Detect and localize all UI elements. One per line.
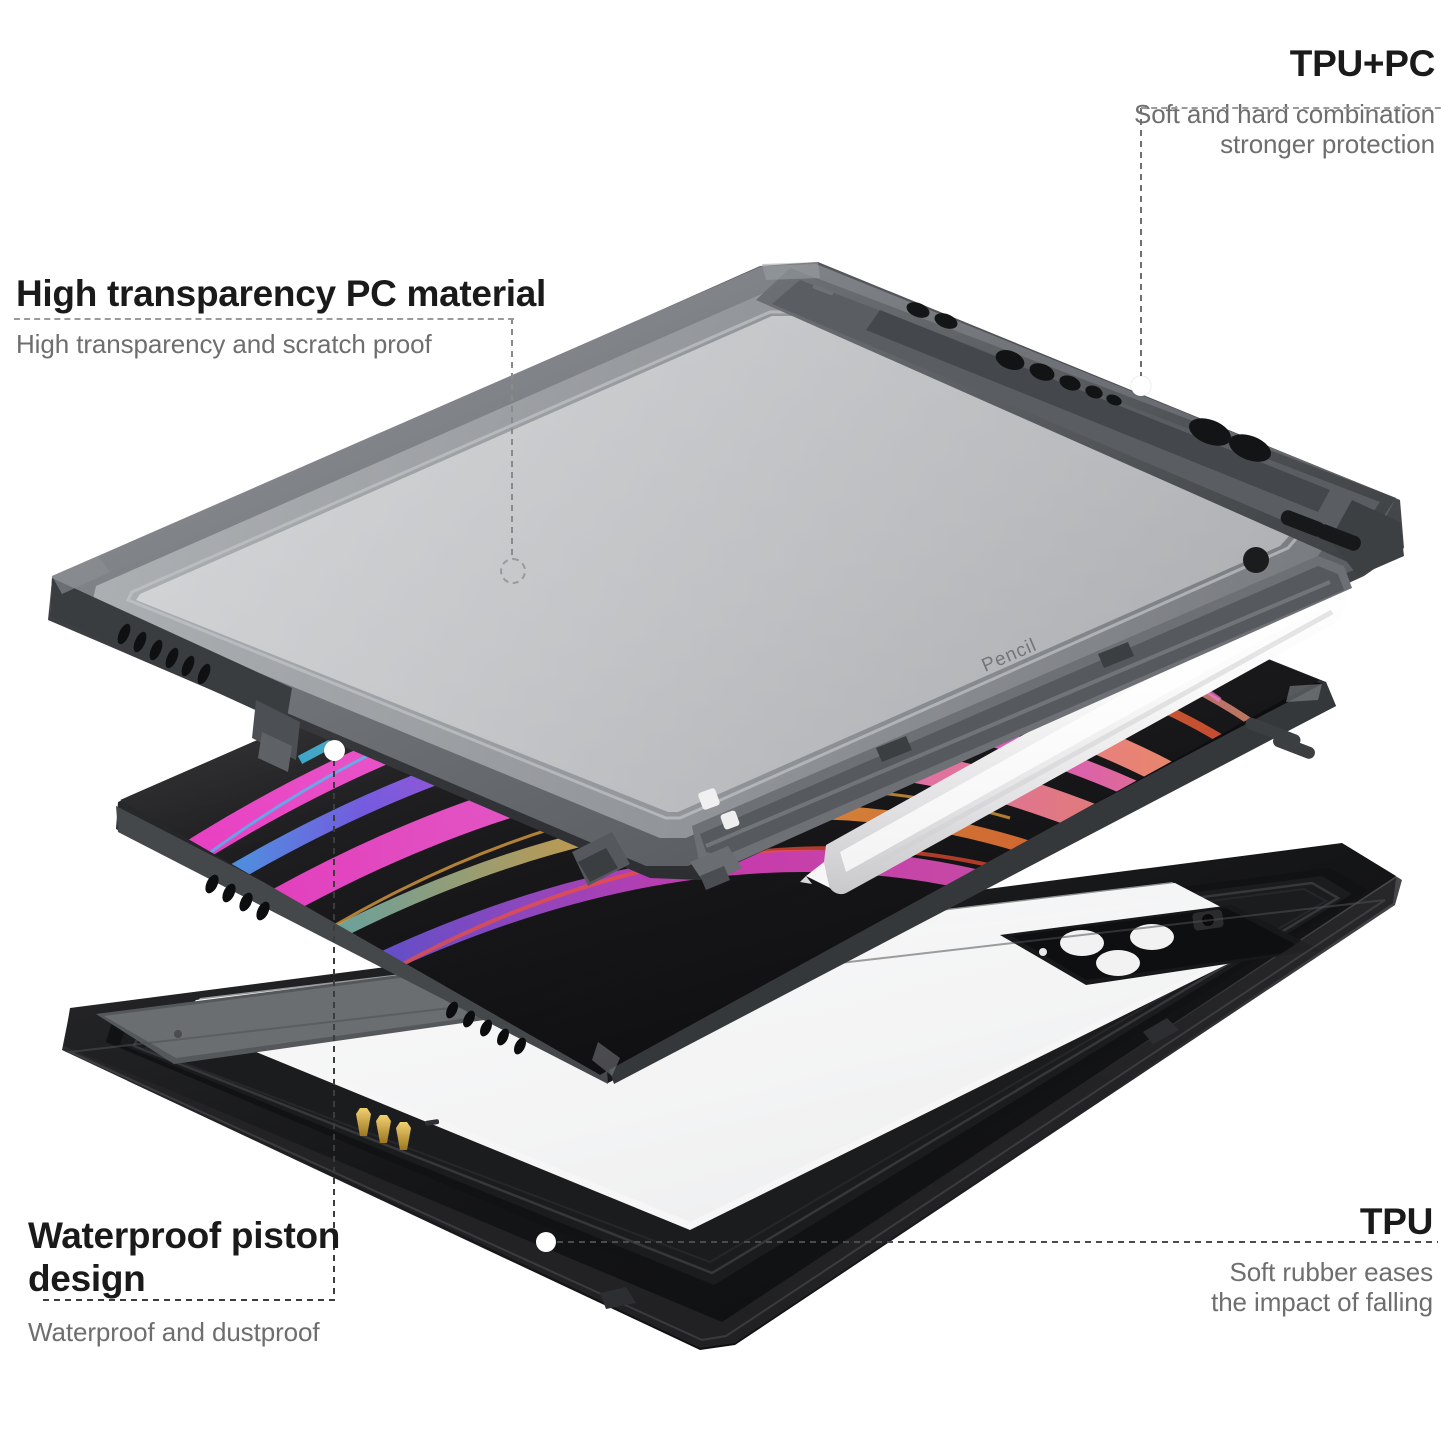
stylus-pencil	[800, 573, 1347, 895]
callout-waterproof-piston-subtitle: Waterproof and dustproof	[28, 1316, 320, 1347]
callout-tpu-pc-subtitle: Soft and hard combination stronger prote…	[1133, 99, 1435, 160]
callout-pc-material: High transparency PC material High trans…	[16, 272, 716, 359]
callout-tpu-title: TPU	[1359, 1201, 1433, 1242]
camera-cutout-group	[1000, 905, 1320, 985]
pencil-holder: Pencil	[692, 556, 1352, 868]
speaker-grille-tablet	[205, 874, 270, 921]
marker-dot-waterproof-piston	[324, 740, 345, 761]
callout-pc-material-subtitle: High transparency and scratch proof	[16, 329, 432, 360]
callout-tpu-subtitle: Soft rubber eases the impact of falling	[1211, 1257, 1433, 1318]
speaker-grille-bottom	[446, 1001, 526, 1055]
frame-bottom-clip	[572, 788, 742, 890]
marker-ring-pc-material	[500, 558, 526, 584]
frame-top-edge	[756, 268, 1396, 564]
frame-left-edge	[50, 578, 292, 724]
callout-tpu-pc-title: TPU+PC	[1289, 43, 1436, 84]
callout-tpu-pc: TPU+PC Soft and hard combination stronge…	[915, 42, 1435, 160]
callout-pc-material-title: High transparency PC material	[16, 273, 547, 314]
callout-waterproof-piston-title: Waterproof piston design	[28, 1215, 341, 1300]
marker-dot-tpu	[536, 1232, 556, 1252]
pogo-pins	[356, 1108, 411, 1150]
callout-tpu: TPU Soft rubber eases the impact of fall…	[913, 1200, 1433, 1318]
frame-right-corner	[1243, 500, 1404, 576]
callout-waterproof-piston: Waterproof piston design Waterproof and …	[28, 1214, 548, 1347]
frame-top-holes	[995, 350, 1122, 406]
frame-speaker-holes	[117, 623, 211, 685]
leader-lines-svg	[40, 108, 1438, 1301]
front-frame-layer: Pencil	[48, 262, 1404, 890]
marker-dot-tpu-pc	[1131, 376, 1151, 396]
